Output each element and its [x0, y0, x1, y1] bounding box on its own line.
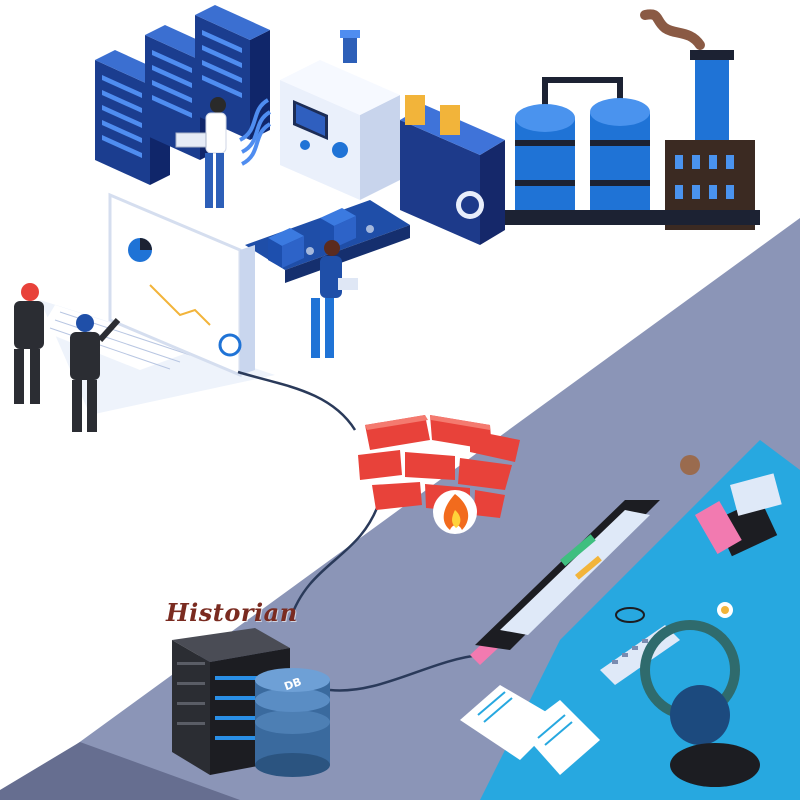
analyst-desk-icon — [460, 440, 800, 800]
network-cables — [237, 370, 481, 692]
server-rack-icon — [95, 5, 270, 185]
lower-dark-band — [0, 742, 240, 800]
database-label: DB — [282, 675, 303, 693]
conveyor-belt-icon — [245, 200, 410, 283]
cable-db-to-desk — [329, 653, 481, 692]
database-icon: DB — [255, 668, 330, 777]
historian-label: Historian — [166, 598, 298, 627]
control-machine-icon — [238, 30, 505, 245]
worker-icon — [311, 240, 358, 358]
team-icon — [14, 283, 121, 432]
flame-icon — [433, 490, 477, 534]
laptop-dashboard-icon — [40, 192, 275, 415]
factory-icon — [505, 9, 760, 230]
cable-plant-to-firewall — [237, 370, 357, 431]
engineer-icon — [175, 97, 227, 208]
cable-firewall-to-historian — [288, 499, 382, 621]
